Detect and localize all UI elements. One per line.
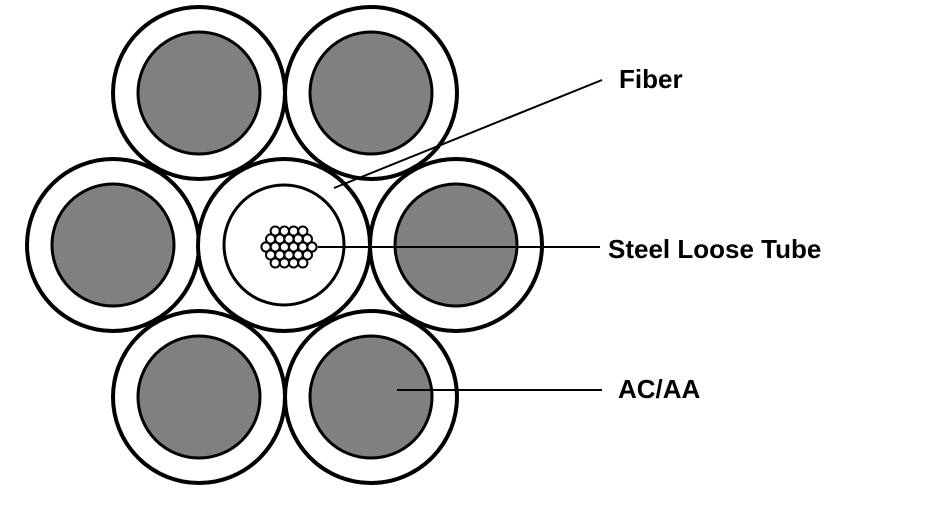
fiber-strand <box>278 257 290 269</box>
outer-wire-bottom-right <box>283 309 459 485</box>
fiber-strand <box>288 257 300 269</box>
outer-wire-middle-right <box>368 157 544 333</box>
fiber-strand <box>297 225 309 237</box>
conductor-label: AC/AA <box>618 374 701 404</box>
wire-core <box>393 182 519 308</box>
fiber-strand <box>301 249 313 261</box>
wire-core <box>136 30 262 156</box>
fiber-strand <box>301 233 313 245</box>
fiber-strand <box>297 257 309 269</box>
fiber-bundle <box>260 225 318 269</box>
wire-core <box>308 30 434 156</box>
outer-wire-top-left <box>111 5 287 181</box>
fiber-strand <box>306 241 318 253</box>
wire-core <box>136 334 262 460</box>
outer-wire-bottom-left <box>111 309 287 485</box>
steel-loose-tube-label: Steel Loose Tube <box>608 234 821 264</box>
wire-core <box>308 334 434 460</box>
fiber-label: Fiber <box>619 64 683 94</box>
wire-core <box>50 182 176 308</box>
fiber-strand <box>269 257 281 269</box>
outer-wire-top-right <box>283 5 459 181</box>
outer-wire-middle-left <box>25 157 201 333</box>
fiber-leader-line <box>333 79 603 189</box>
